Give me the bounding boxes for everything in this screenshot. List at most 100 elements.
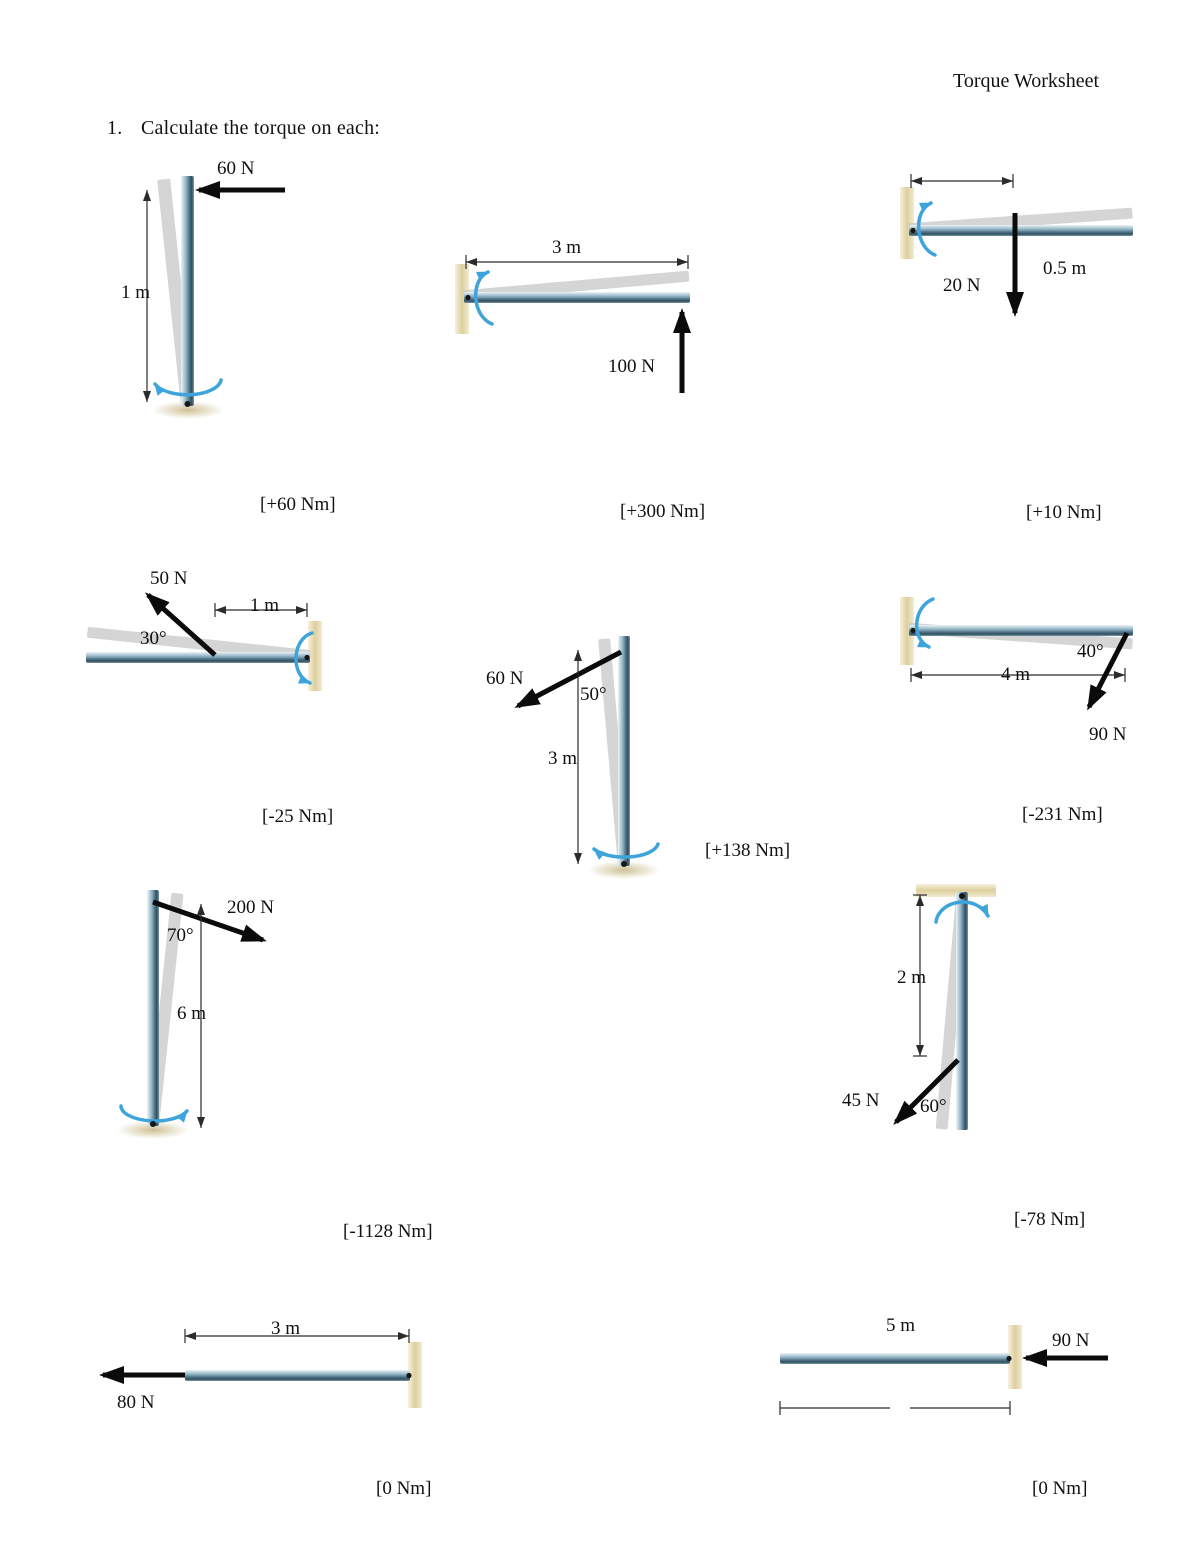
answer-7: [-1128 Nm]	[343, 1221, 433, 1242]
wall	[900, 187, 914, 259]
diagram-9	[99, 1329, 422, 1408]
rotation-arrow-icon	[119, 1104, 189, 1123]
base-shadow	[117, 1121, 189, 1139]
answer-5: [+138 Nm]	[705, 840, 791, 861]
answer-9: [0 Nm]	[376, 1478, 432, 1499]
rod	[185, 1370, 410, 1381]
rod	[147, 890, 159, 1126]
diagram-6	[900, 597, 1133, 711]
problem-10: 5 m 90 N	[768, 1305, 1128, 1430]
force-label: 45 N	[842, 1090, 880, 1111]
rod	[464, 292, 690, 303]
wall	[916, 884, 996, 897]
answer-6: [-231 Nm]	[1022, 804, 1103, 825]
distance-label: 4 m	[1001, 664, 1031, 685]
pivot-dot	[184, 401, 191, 407]
angle-label: 50°	[580, 684, 607, 705]
problem-4: 50 N 30° 1 m	[78, 555, 333, 710]
problem-5: 60 N 50° 3 m	[478, 618, 723, 888]
distance-label: 6 m	[177, 1003, 207, 1024]
rotation-arrow-icon	[294, 631, 314, 685]
force-arrow	[1086, 631, 1130, 711]
answer-1: [+60 Nm]	[260, 494, 336, 515]
rod	[618, 636, 630, 866]
distance-label: 1 m	[121, 282, 151, 303]
distance-label: 3 m	[548, 748, 578, 769]
angle-label: 30°	[140, 628, 167, 649]
rotation-arrow-icon	[473, 270, 494, 326]
base-shadow	[588, 861, 660, 879]
pivot-dot	[621, 861, 627, 867]
rod	[956, 892, 968, 1130]
pivot-dot	[910, 227, 916, 234]
force-label: 60 N	[217, 158, 255, 179]
problem-9: 3 m 80 N	[85, 1312, 430, 1427]
diagram-1	[143, 176, 285, 419]
angle-label: 40°	[1077, 641, 1104, 662]
instruction-text: Calculate the torque on each:	[141, 117, 381, 139]
pivot-dot	[959, 893, 965, 899]
diagram-3	[900, 174, 1133, 317]
pivot-dot	[304, 654, 310, 661]
rod	[181, 176, 194, 406]
pivot-dot	[406, 1372, 412, 1379]
diagram-2	[455, 255, 691, 393]
problem-2: 3 m 100 N	[450, 237, 710, 413]
force-label: 60 N	[486, 668, 524, 689]
pivot-dot	[910, 627, 916, 634]
force-label: 200 N	[227, 897, 274, 918]
distance-label: 2 m	[897, 967, 927, 988]
diagram-7	[117, 890, 267, 1139]
answer-10: [0 Nm]	[1032, 1478, 1088, 1499]
force-arrow	[893, 1058, 960, 1125]
wall	[455, 264, 469, 334]
diagram-8	[893, 884, 996, 1130]
page-title: Torque Worksheet	[953, 70, 1100, 92]
answer-4: [-25 Nm]	[262, 806, 334, 827]
force-label: 80 N	[117, 1392, 155, 1413]
distance-label: 0.5 m	[1043, 258, 1087, 279]
force-label: 50 N	[150, 568, 188, 589]
base-shadow	[152, 401, 224, 419]
distance-label: 3 m	[271, 1318, 301, 1339]
problem-6: 40° 4 m 90 N	[893, 583, 1153, 753]
angle-label: 70°	[167, 925, 194, 946]
force-label: 90 N	[1052, 1330, 1090, 1351]
distance-label: 5 m	[886, 1315, 916, 1336]
rod	[86, 652, 310, 663]
problem-1: 60 N 1 m	[95, 150, 325, 450]
pivot-dot	[1006, 1355, 1012, 1362]
pivot-dot	[150, 1121, 156, 1127]
force-arrow	[514, 649, 623, 709]
wall	[408, 1342, 422, 1408]
distance-label: 3 m	[552, 237, 582, 258]
diagram-10	[779, 1325, 1108, 1415]
rod	[780, 1353, 1010, 1364]
rotation-arrow-icon	[934, 900, 990, 924]
problem-3: 20 N 0.5 m	[893, 163, 1148, 338]
angle-label: 60°	[920, 1096, 947, 1117]
rotation-arrow-icon	[914, 597, 935, 649]
problem-8: 2 m 45 N 60°	[828, 878, 1013, 1148]
wall	[308, 621, 322, 691]
force-label: 20 N	[943, 275, 981, 296]
distance-label: 1 m	[250, 595, 280, 616]
force-label: 100 N	[608, 356, 655, 377]
rotation-arrow-icon	[592, 842, 660, 860]
force-label: 90 N	[1089, 724, 1127, 745]
rod	[909, 225, 1133, 236]
answer-8: [-78 Nm]	[1014, 1209, 1086, 1230]
rod	[909, 625, 1133, 636]
force-arrow	[145, 592, 217, 657]
wall	[900, 597, 914, 665]
diagram-4	[86, 592, 322, 691]
wall	[1008, 1325, 1022, 1389]
answer-2: [+300 Nm]	[620, 501, 706, 522]
problem-7: 200 N 70° 6 m	[105, 872, 335, 1162]
rotation-arrow-icon	[916, 201, 937, 257]
force-arrow	[152, 899, 267, 943]
question-number: 1.	[107, 117, 123, 139]
diagram-5	[514, 636, 660, 879]
rotation-arrow-icon	[153, 378, 223, 397]
